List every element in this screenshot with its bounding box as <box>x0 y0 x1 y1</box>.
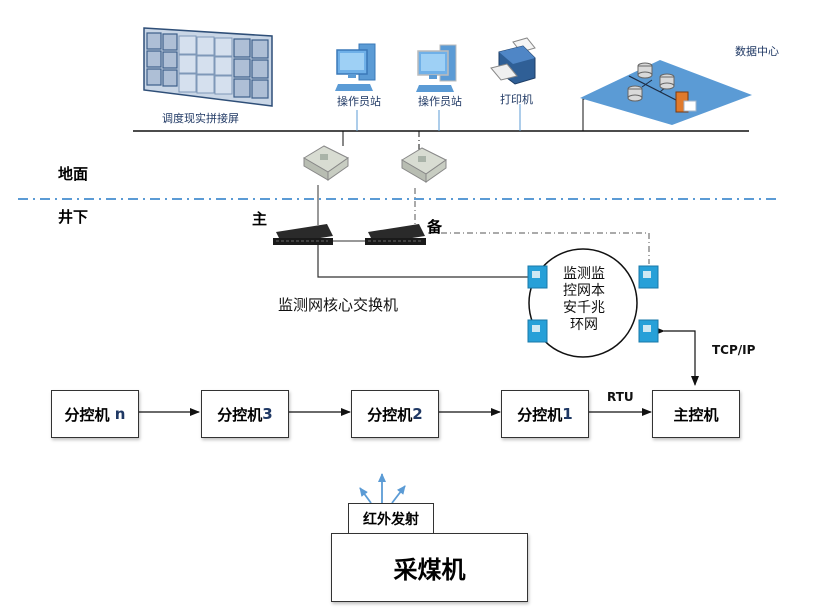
ground-zone-label: 地面 <box>58 165 89 183</box>
underground-zone-label: 井下 <box>58 208 89 226</box>
primary-switch-to-ring <box>317 243 528 278</box>
sub-controller-2-index: 2 <box>412 405 423 423</box>
infrared-arrow-right <box>391 485 406 504</box>
ring-node-bottom-right-icon <box>638 319 659 343</box>
tcpip-label: TCP/IP <box>712 343 756 357</box>
sub-controller-n-index: n <box>114 405 126 423</box>
sub-controller-3-prefix: 分控机 <box>217 405 263 424</box>
ring-node-bottom-left-icon <box>527 319 548 343</box>
sub-controller-1-prefix: 分控机 <box>517 405 563 424</box>
ring-label-line-3: 安千兆 <box>563 300 605 316</box>
ring-label-line-4: 环网 <box>570 317 598 333</box>
workstation-2-label: 操作员站 <box>418 95 462 108</box>
ring-node-top-right-icon <box>638 265 659 289</box>
infrared-arrow-left <box>359 487 372 504</box>
video-wall-label: 调度现实拼接屏 <box>162 112 239 125</box>
ring-label-line-1: 监测监 <box>563 266 605 282</box>
infrared-emitter-box[interactable]: 红外发射 <box>348 503 434 534</box>
data-center-label: 数据中心 <box>735 45 779 58</box>
shearer-box[interactable]: 采煤机 <box>331 533 528 602</box>
core-switch-caption: 监测网核心交换机 <box>278 296 399 314</box>
converter-1-icon <box>303 145 349 181</box>
sub-controller-1-index: 1 <box>562 405 573 423</box>
sub-controller-3-index: 3 <box>262 405 273 423</box>
ring-network-label: 监测监 控网本 安千兆 环网 <box>560 266 608 334</box>
printer-label: 打印机 <box>500 93 533 106</box>
infrared-emitter-label: 红外发射 <box>363 511 419 528</box>
shearer-label: 采煤机 <box>393 556 466 584</box>
main-controller-label: 主控机 <box>673 405 719 424</box>
tcpip-link <box>655 327 699 386</box>
backup-switch-label: 备 <box>427 218 443 236</box>
rtu-label: RTU <box>607 390 634 404</box>
backup-switch-icon <box>365 224 426 245</box>
sub-controller-2-prefix: 分控机 <box>367 405 413 424</box>
converter-2-icon <box>401 147 447 183</box>
sub-controller-n-prefix: 分控机 <box>64 405 115 424</box>
primary-switch-icon <box>273 224 333 245</box>
workstation-1-label: 操作员站 <box>337 95 381 108</box>
backup-switch-to-ring <box>428 232 650 264</box>
ring-network-circle <box>528 248 638 358</box>
ring-label-line-2: 控网本 <box>563 283 605 299</box>
primary-switch-label: 主 <box>252 210 268 228</box>
ring-node-top-left-icon <box>527 265 548 289</box>
sub-controller-n[interactable]: 分控机 n <box>51 390 139 438</box>
main-controller[interactable]: 主控机 <box>652 390 740 438</box>
